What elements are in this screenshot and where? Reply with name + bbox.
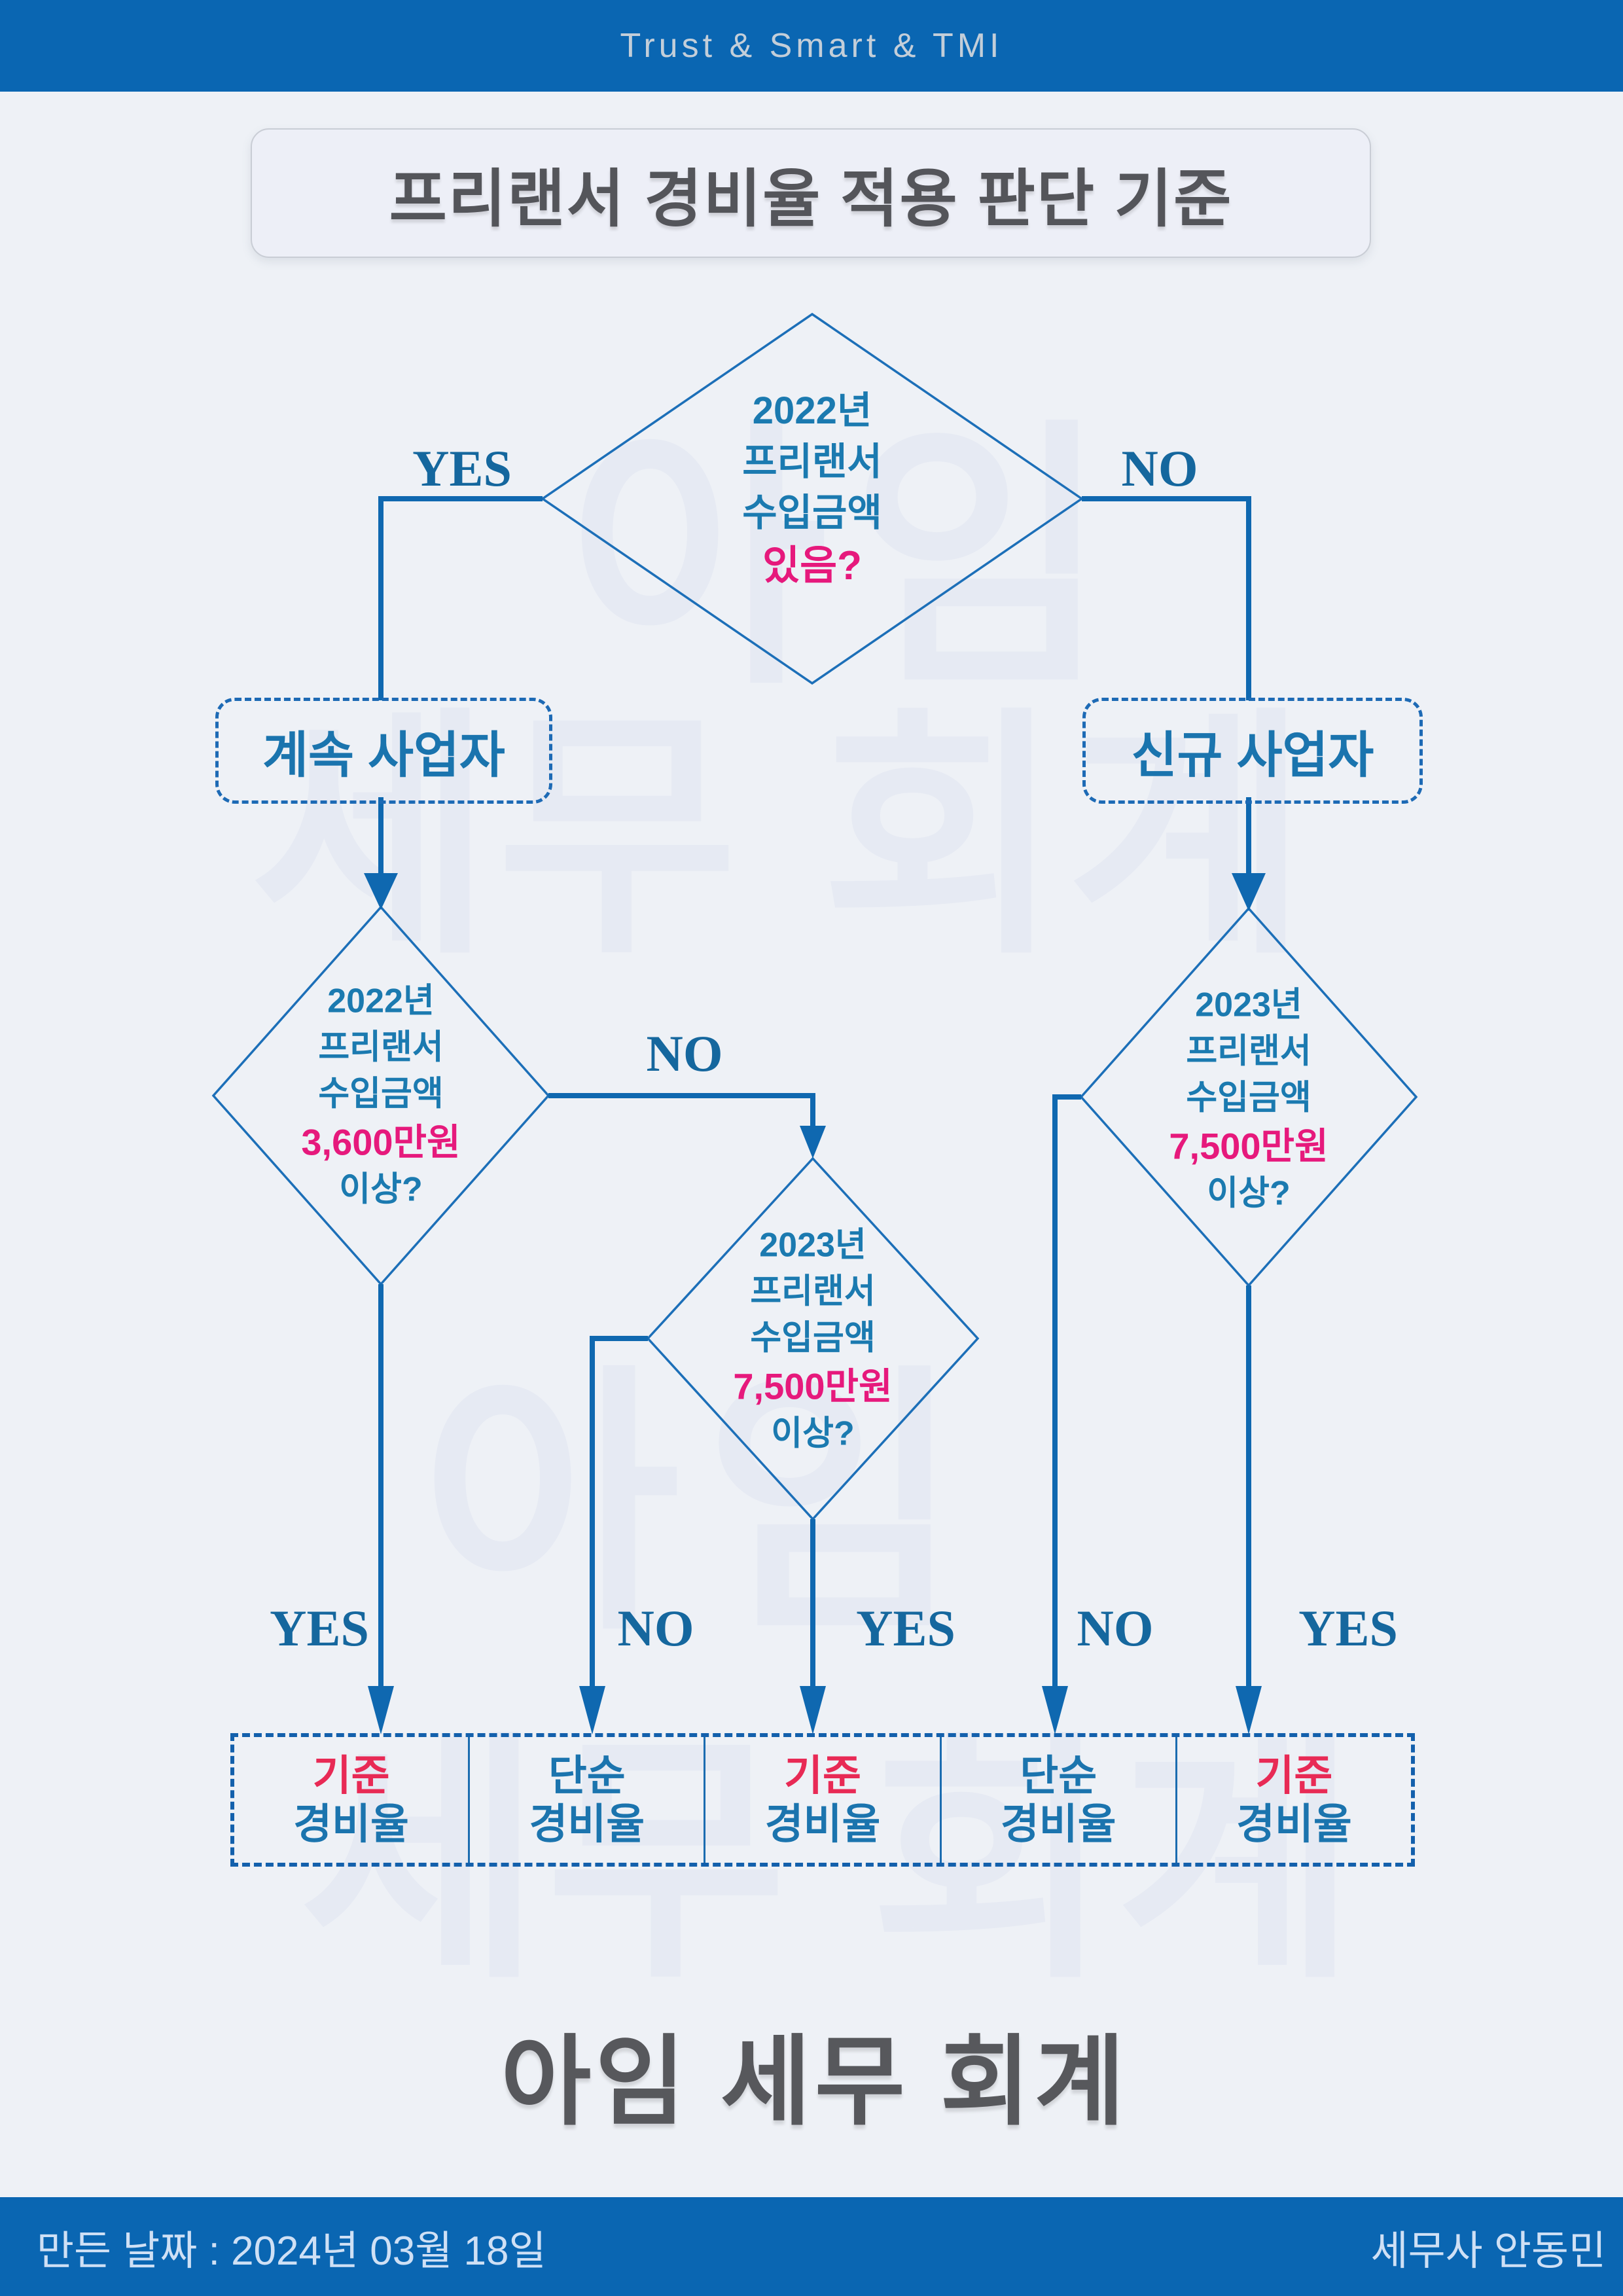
decision-middle-line2: 프리랜서 — [750, 1272, 876, 1311]
connector-no-middle — [548, 1093, 815, 1127]
result-3-type: 기준 — [784, 1752, 861, 1799]
result-5-label: 경비율 — [1236, 1801, 1352, 1848]
result-4-type: 단순 — [1020, 1752, 1097, 1799]
decision-top-line2: 프리랜서 — [742, 440, 882, 483]
decision-right-line3: 수입금액 — [1186, 1079, 1311, 1117]
label-branch-2: NO — [617, 1600, 694, 1657]
page-title: 프리랜서 경비율 적용 판단 기준 — [389, 164, 1233, 234]
footer-author: 세무사 안동민 — [1370, 2228, 1606, 2274]
arrowhead-result-1 — [368, 1686, 394, 1734]
watermark-tax-2: 세무 회계 — [300, 1715, 1363, 2008]
label-no-top: NO — [1121, 440, 1198, 497]
decision-middle-suffix: 이상? — [771, 1414, 855, 1453]
connector-result-4 — [1052, 1094, 1081, 1689]
node-new-business-label: 신규 사업자 — [1131, 728, 1374, 783]
result-3-label: 경비율 — [764, 1801, 881, 1848]
decision-left-suffix: 이상? — [339, 1170, 423, 1209]
arrowhead-result-5 — [1236, 1686, 1262, 1734]
label-branch-1: YES — [270, 1600, 369, 1657]
result-cell-4: 단순 경비율 — [939, 1737, 1175, 1863]
connector-result-2 — [590, 1336, 648, 1689]
label-no-middle: NO — [646, 1025, 723, 1082]
header-slogan: Trust & Smart & TMI — [620, 27, 1003, 65]
decision-top-text: 2022년 프리랜서 수입금액 있음? — [742, 386, 882, 594]
result-2-label: 경비율 — [529, 1801, 645, 1848]
title-card: 프리랜서 경비율 적용 판단 기준 — [251, 128, 1371, 258]
label-branch-3: YES — [856, 1600, 955, 1657]
decision-middle-line1: 2023년 — [759, 1226, 866, 1265]
arrowhead-result-3 — [800, 1686, 826, 1734]
result-1-label: 경비율 — [293, 1801, 409, 1848]
result-cell-2: 단순 경비율 — [468, 1737, 704, 1863]
decision-right-amount: 7,500만원 — [1169, 1125, 1329, 1167]
result-4-label: 경비율 — [1000, 1801, 1116, 1848]
arrowhead-result-4 — [1042, 1686, 1068, 1734]
arrowhead-into-left-diamond — [364, 873, 398, 910]
label-branch-4: NO — [1077, 1600, 1154, 1657]
decision-left-line2: 프리랜서 — [318, 1028, 444, 1067]
header-bar: Trust & Smart & TMI — [0, 0, 1623, 92]
footer-bar: 만든 날짜 : 2024년 03월 18일 세무사 안동민 — [0, 2197, 1623, 2296]
arrowhead-into-middle-diamond — [800, 1126, 826, 1158]
decision-middle-amount: 7,500만원 — [733, 1365, 893, 1407]
decision-top-line1: 2022년 — [752, 389, 872, 432]
footer-date: 만든 날짜 : 2024년 03월 18일 — [37, 2228, 546, 2274]
decision-middle-line3: 수입금액 — [750, 1319, 876, 1357]
decision-right-line2: 프리랜서 — [1186, 1032, 1311, 1071]
watermark-tax-1: 세무 회계 — [251, 691, 1313, 984]
node-new-business: 신규 사업자 — [1082, 698, 1423, 804]
result-1-type: 기준 — [312, 1752, 390, 1799]
decision-top-line3: 수입금액 — [742, 492, 882, 534]
decision-left-amount: 3,600만원 — [301, 1121, 461, 1163]
node-continuing-business-label: 계속 사업자 — [262, 728, 505, 783]
connector-no-right — [1082, 496, 1251, 700]
watermark-brand-1: 아임 — [568, 403, 1133, 717]
label-yes-top: YES — [412, 440, 512, 497]
decision-right-suffix: 이상? — [1207, 1174, 1291, 1213]
result-cell-1: 기준 경비율 — [234, 1737, 468, 1863]
decision-left-line3: 수입금액 — [318, 1075, 444, 1113]
label-branch-5: YES — [1298, 1600, 1398, 1657]
node-continuing-business: 계속 사업자 — [215, 698, 552, 804]
result-row: 기준 경비율 단순 경비율 기준 경비율 단순 경비율 기준 경비율 — [230, 1733, 1415, 1867]
result-5-type: 기준 — [1255, 1752, 1333, 1799]
decision-left-line1: 2022년 — [327, 982, 435, 1020]
decision-middle-text: 2023년 프리랜서 수입금액 7,500만원 이상? — [733, 1223, 892, 1458]
decision-right-line1: 2023년 — [1195, 986, 1302, 1024]
connector-yes-left — [378, 496, 543, 700]
result-2-type: 단순 — [548, 1752, 626, 1799]
decision-left-text: 2022년 프리랜서 수입금액 3,600만원 이상? — [301, 978, 460, 1213]
watermark-brand-2: 아임 — [421, 1348, 986, 1662]
result-cell-3: 기준 경비율 — [704, 1737, 939, 1863]
arrowhead-into-right-diamond — [1232, 873, 1266, 911]
brand-name: 아임 세무 회계 — [501, 2026, 1129, 2137]
arrowhead-result-2 — [579, 1686, 605, 1734]
decision-right-text: 2023년 프리랜서 수입금액 7,500만원 이상? — [1169, 982, 1328, 1217]
decision-top-question: 있음? — [762, 543, 862, 588]
result-cell-5: 기준 경비율 — [1175, 1737, 1411, 1863]
decision-diamond-top — [540, 312, 1084, 685]
